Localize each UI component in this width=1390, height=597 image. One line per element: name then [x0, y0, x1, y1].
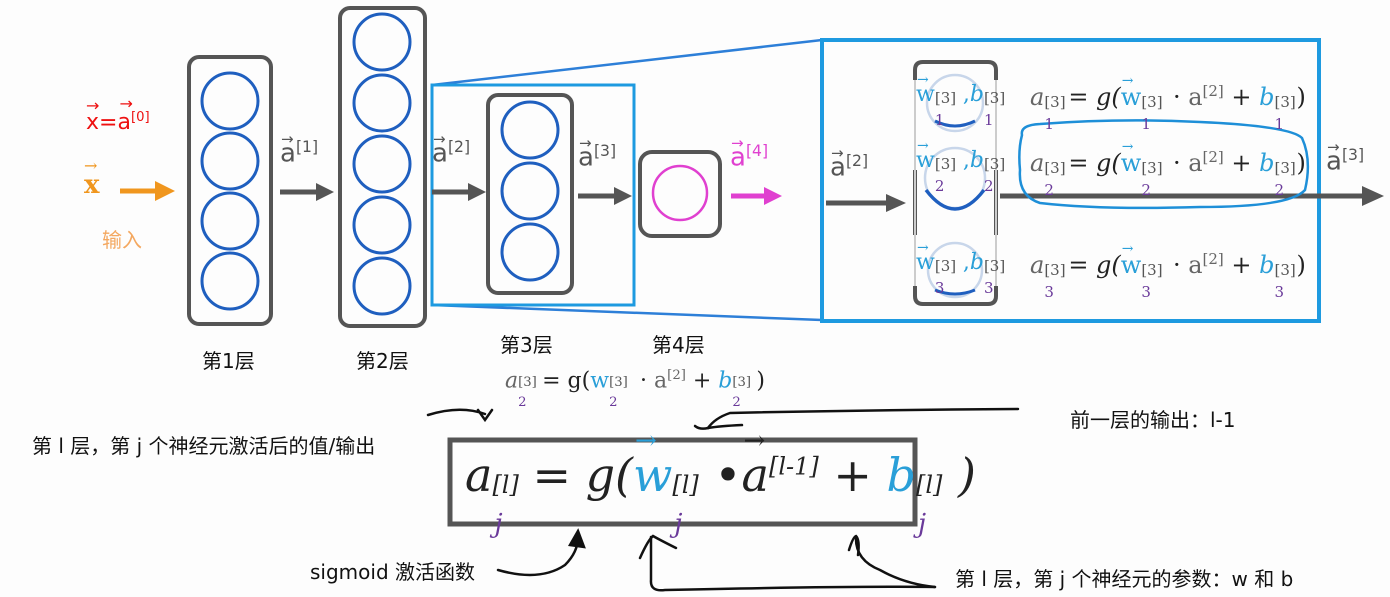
annotation-sigmoid: sigmoid 激活函数	[310, 560, 475, 584]
highlight-loop	[1018, 119, 1310, 210]
neuron-params-3: →w[3]3,b[3]3	[916, 240, 1006, 297]
input-x: x	[86, 110, 100, 136]
input-a: a	[117, 110, 131, 136]
layer-3-neuron-2	[500, 161, 560, 221]
output-neuron	[651, 164, 709, 222]
general-equation: a[l]j= g(→w[l]j•→a[l-1] + b[l]j)	[465, 426, 976, 539]
layer-4-label: 第4层	[652, 333, 705, 357]
layer-2-neuron-3	[352, 134, 412, 194]
zoom-input-label: →a[2]	[830, 144, 869, 183]
zoom-neurons	[923, 73, 987, 299]
layer-4	[638, 150, 722, 238]
ge-a: a	[465, 448, 493, 502]
input-x-label: →x	[84, 156, 100, 200]
neuron-equation-2: a[3]2= g(→w[3]2 · a[2] + b[3]2)	[1030, 139, 1306, 199]
layer-1-label: 第1层	[202, 349, 255, 373]
layer-2-box	[338, 6, 427, 328]
layer-2-neuron-2	[352, 73, 412, 133]
layer-3-neuron-3	[500, 222, 560, 282]
hand-arrows	[426, 407, 1020, 592]
layer-1-neuron-2	[200, 131, 260, 191]
layer-1-box	[187, 55, 273, 326]
arrow-label-a4: →a[4]	[730, 134, 769, 173]
zoom-panel	[820, 38, 1321, 323]
arrow-label-a2: →a[2]	[432, 130, 471, 169]
arrow-a1	[280, 183, 334, 201]
arrow-a4	[731, 187, 782, 205]
neuron-equation-3: a[3]3= g(→w[3]3 · a[2] + b[3]3)	[1030, 241, 1306, 301]
neuron-params-2: →w[3]2,b[3]2	[916, 138, 1006, 195]
input-arrow	[120, 181, 175, 201]
arrow-to-sigmoid	[496, 535, 580, 577]
arrow-a2	[432, 183, 486, 201]
layer-1-neuron-4	[200, 251, 260, 311]
middle-equation: a[3]2= g(w[3]2 · a[2] + b[3]2)	[505, 368, 765, 411]
general-equation-box	[447, 437, 918, 527]
layer-2-label: 第2层	[356, 349, 409, 373]
layer-4-box	[638, 150, 722, 238]
annotation-parameters: 第 l 层，第 j 个神经元的参数：w 和 b	[955, 567, 1294, 591]
zoom-neuron-1	[925, 73, 985, 133]
arrow-label-a1: →a[1]	[280, 130, 319, 169]
input-sup: [0]	[130, 110, 150, 125]
zoom-layer-box	[913, 60, 998, 306]
annotation-previous-output: 前一层的输出：l-1	[1070, 408, 1236, 432]
layer-3-neuron-1	[500, 100, 560, 160]
arrow-to-w	[649, 535, 937, 592]
zoom-output-label: →a[3]	[1326, 138, 1365, 177]
zoom-output-arrow	[1000, 186, 1384, 206]
arrow-label-a3: →a[3]	[578, 134, 617, 173]
input-equation: →x=→a[0]	[86, 94, 150, 136]
layer-1	[187, 55, 273, 326]
layer-2-neuron-1	[352, 12, 412, 72]
layer-1-neuron-3	[200, 191, 260, 251]
arrow-to-output	[426, 408, 487, 417]
neuron-equation-1: a[3]1= g(→w[3]1 · a[2] + b[3]1)	[1030, 73, 1306, 133]
layer-2-neuron-5	[352, 256, 412, 316]
zoom-line-top	[431, 38, 823, 87]
layer-3	[486, 93, 574, 295]
layer-3-box	[486, 93, 574, 295]
zoom-neuron-3	[926, 241, 984, 299]
zoom-line-bottom	[431, 303, 823, 322]
layer-3-highlight	[430, 83, 636, 307]
input-caption: 输入	[102, 228, 142, 252]
annotation-activation-output: 第 l 层，第 j 个神经元激活后的值/输出	[32, 434, 376, 458]
layer-1-neuron-1	[200, 71, 260, 131]
layer-2	[338, 6, 427, 328]
zoom-input-arrow	[826, 194, 906, 212]
input-eq: =	[99, 110, 118, 136]
arrow-to-prev-output	[706, 407, 1020, 430]
layer-3-label: 第3层	[500, 333, 553, 357]
layer-2-neuron-4	[352, 195, 412, 255]
neuron-params-1: →w[3]1,b[3]1	[916, 72, 1006, 129]
arrow-a3	[578, 187, 632, 205]
